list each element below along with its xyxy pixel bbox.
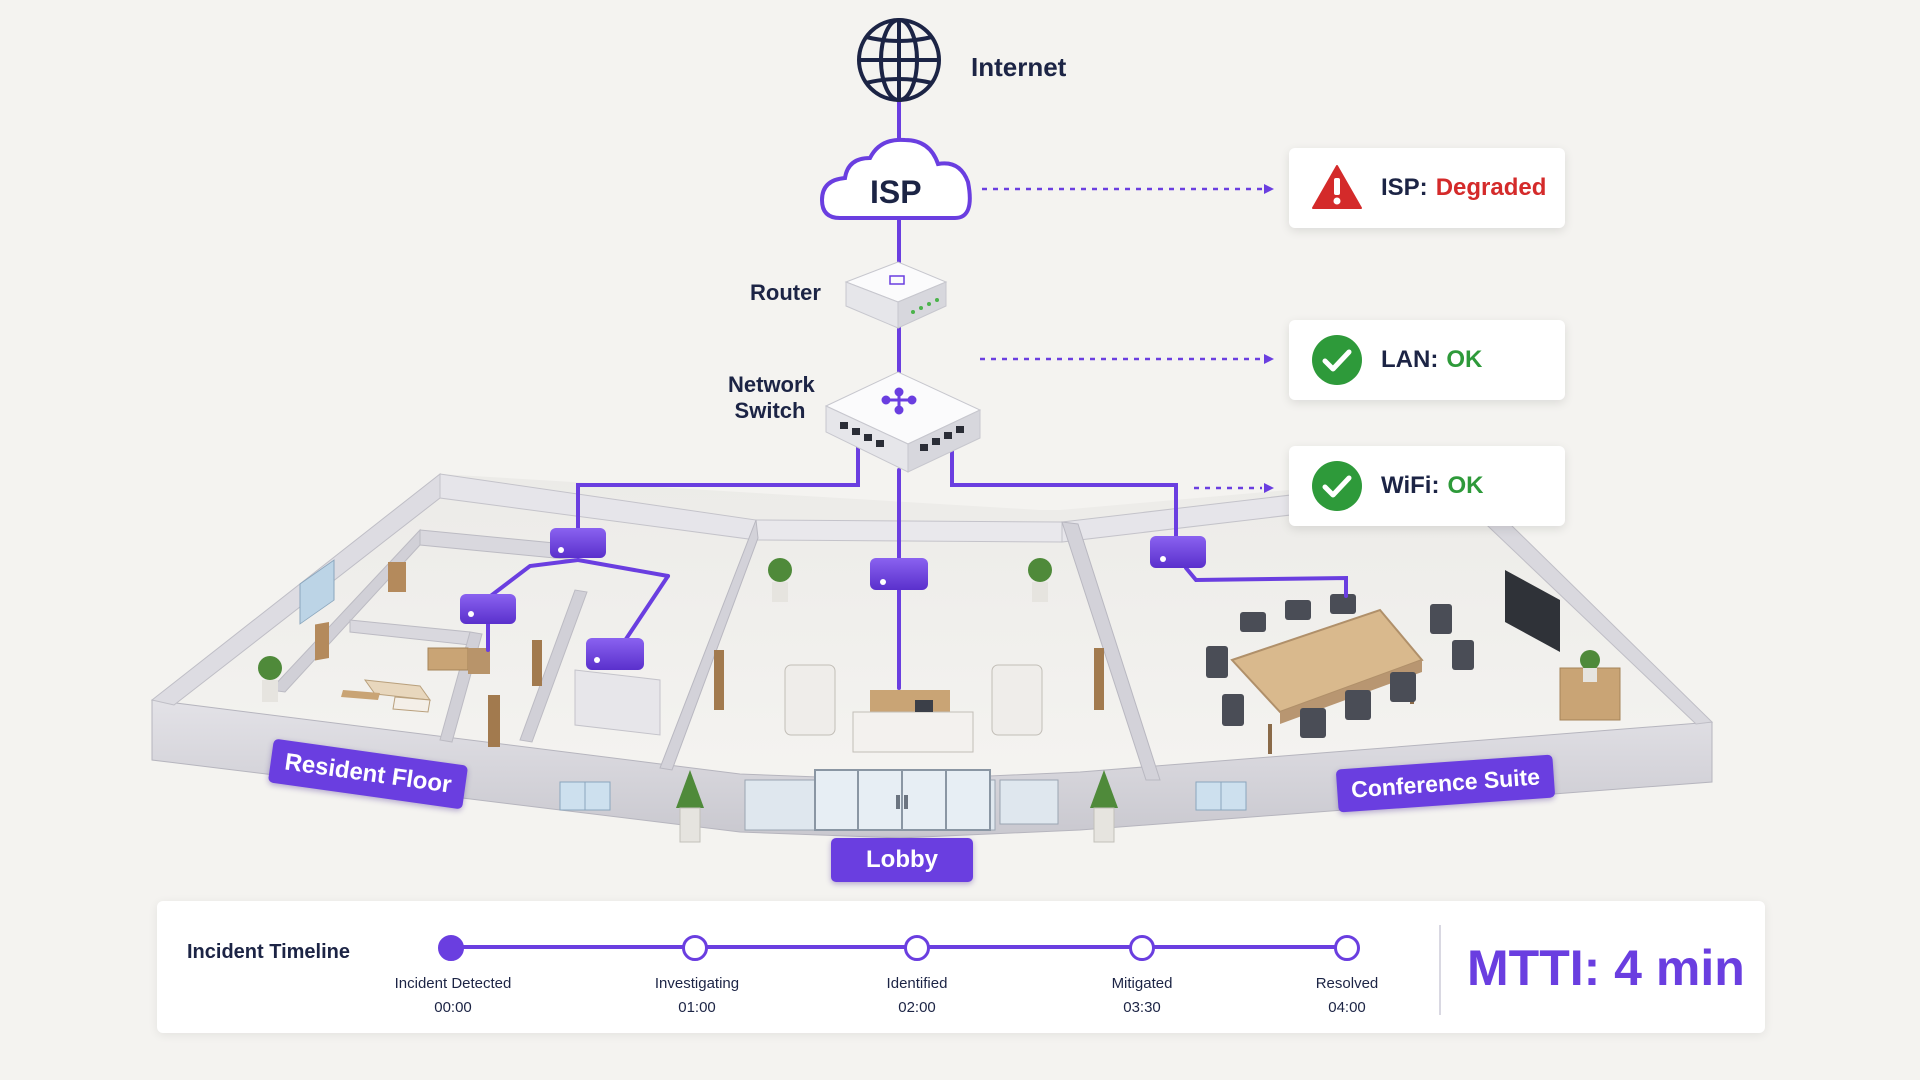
status-value: OK — [1447, 472, 1484, 499]
lobby-furniture — [784, 664, 1043, 753]
check-circle-icon — [1312, 335, 1362, 385]
mtti-metric: MTTI: 4 min — [1467, 940, 1745, 996]
switch-label-line2: Switch — [734, 398, 806, 423]
timeline-step-name: Mitigated — [1111, 975, 1173, 992]
access-point-icon — [586, 638, 644, 670]
timeline-step-time: 01:00 — [678, 999, 716, 1016]
router-icon — [844, 261, 948, 329]
timeline-divider — [1439, 925, 1441, 1015]
check-circle-icon — [1312, 461, 1362, 511]
timeline-step-time: 02:00 — [898, 999, 936, 1016]
status-card-lan[interactable]: LAN: OK — [1289, 320, 1565, 400]
status-value: Degraded — [1435, 174, 1547, 201]
internet-label: Internet — [971, 52, 1067, 82]
isp-cloud-icon — [819, 137, 972, 220]
zone-tag-lobby[interactable]: Lobby — [831, 838, 973, 882]
divider-right — [1061, 521, 1161, 781]
timeline-step-time: 03:30 — [1123, 999, 1161, 1016]
status-card-wifi[interactable]: WiFi: OK — [1289, 446, 1565, 526]
switch-label: Network Switch — [728, 372, 815, 424]
timeline-step-name: Resolved — [1315, 975, 1379, 992]
status-card-isp[interactable]: ISP: Degraded — [1289, 148, 1565, 228]
isp-label: ISP — [870, 174, 922, 210]
timeline-node[interactable] — [682, 935, 708, 961]
timeline-step-name: Investigating — [654, 975, 740, 992]
timeline-node[interactable] — [904, 935, 930, 961]
switch-label-line1: Network — [728, 372, 815, 397]
timeline-step-time: 00:00 — [434, 999, 472, 1016]
back-wall-lobby — [755, 519, 1063, 543]
access-point-icon — [870, 558, 928, 590]
timeline-step-time: 04:00 — [1328, 999, 1366, 1016]
timeline-step-name: Identified — [886, 975, 948, 992]
status-value: OK — [1446, 346, 1483, 373]
status-key: LAN: — [1381, 346, 1439, 373]
divider-left — [659, 519, 759, 771]
access-point-icon — [550, 528, 606, 558]
access-point-icon — [1150, 536, 1206, 568]
timeline-step-name: Incident Detected — [394, 975, 512, 992]
timeline-node[interactable] — [1129, 935, 1155, 961]
status-key: WiFi: — [1381, 472, 1440, 499]
timeline-node[interactable] — [1334, 935, 1360, 961]
arrowheads — [1264, 184, 1274, 493]
plant-icon — [258, 558, 1600, 843]
router-label: Router — [750, 280, 821, 305]
lobby-entrance — [744, 769, 1059, 831]
incident-timeline: Incident Timeline Incident Detected 00:0… — [157, 901, 1765, 1033]
resident-furniture — [341, 647, 490, 713]
timeline-title: Incident Timeline — [187, 941, 350, 963]
warning-triangle-icon — [1312, 165, 1362, 209]
status-key: ISP: — [1381, 174, 1428, 201]
network-switch-icon — [824, 371, 982, 473]
conference-furniture — [1206, 570, 1621, 754]
globe-icon — [857, 18, 941, 102]
access-point-icon — [460, 594, 516, 624]
status-connectors — [980, 187, 1262, 490]
timeline-node[interactable] — [438, 935, 464, 961]
timeline-track — [453, 945, 1353, 949]
